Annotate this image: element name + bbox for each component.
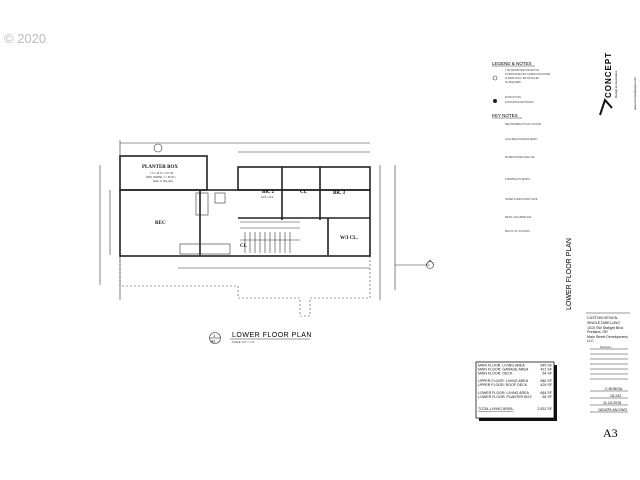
exhaust-fan-icon (493, 99, 497, 103)
svg-text:429 SF: 429 SF (540, 383, 552, 387)
planter-note: Refer to Site plan (153, 179, 174, 183)
room-rec: REC (155, 221, 166, 226)
svg-text:BAR OF 42" OF FINISH: BAR OF 42" OF FINISH (505, 230, 530, 233)
svg-text:945 SF: 945 SF (540, 364, 552, 368)
company-logo: CONCEPT Design & Associates www.conceptd… (599, 52, 637, 116)
svg-text:Revisions: Revisions (600, 345, 612, 349)
svg-text:18242PLAN.DWG: 18242PLAN.DWG (598, 408, 627, 412)
room-br2: BR. 2 (262, 190, 274, 195)
svg-text:980 SF: 980 SF (540, 379, 552, 383)
section-marker-icon (153, 143, 163, 153)
svg-text:MAIN FLOOR: DECK: MAIN FLOOR: DECK (478, 372, 513, 376)
svg-text:18-242: 18-242 (610, 394, 621, 398)
planter-note: (MIN. 3000SF, 1 = 36 IN.) (146, 175, 176, 179)
svg-text:MAIN FLOOR: GARAGE AREA: MAIN FLOOR: GARAGE AREA (478, 368, 529, 372)
room-closet: CL (300, 190, 308, 195)
room-br3: BR. 3 (333, 191, 345, 196)
svg-text:CONCEPT: CONCEPT (604, 52, 613, 98)
svg-text:TOTAL LIVING AREA:: TOTAL LIVING AREA: (478, 407, 513, 411)
svg-text:1010 SW Stafight Blvd: 1010 SW Stafight Blvd (587, 326, 623, 330)
svg-text:SINGLE DWELLING: SINGLE DWELLING (587, 321, 620, 325)
svg-text:Main Street Development,: Main Street Development, (587, 335, 629, 339)
svg-text:C.BON/SA.: C.BON/SA. (605, 387, 623, 391)
key-notes-title: KEY NOTES (492, 113, 518, 118)
legend-note: ALARMS SHALL BE INSTALLED (505, 77, 539, 80)
legend-title: LEGEND & NOTES (492, 61, 532, 66)
svg-text:UNDER STAIRS FINISH CODE: UNDER STAIRS FINISH CODE (505, 198, 538, 201)
svg-text:CUSTOM DESIGN: CUSTOM DESIGN (587, 316, 618, 320)
legend-note: 1 HR SMOKE/HEAT DETECTOR (505, 69, 539, 72)
room-br2-size: 10'0 x 11'4 (261, 195, 274, 199)
legend-note: INTERCONNECTED CARBON MONOXIDE (505, 73, 551, 76)
stairs (240, 232, 300, 253)
svg-text:GAS FIRED FURNACE READY: GAS FIRED FURNACE READY (505, 138, 538, 141)
plan-scale: SCALE: 1/4" = 1'-0" (232, 340, 255, 344)
svg-text:LLC: LLC (587, 339, 594, 343)
svg-text:METAL GAS FIREPLACE: METAL GAS FIREPLACE (505, 216, 532, 219)
svg-text:11-16-2018: 11-16-2018 (603, 401, 621, 405)
callout-number: 1 (213, 333, 216, 338)
svg-text:56 SF: 56 SF (542, 395, 552, 399)
svg-text:LOWER FLOOR: LIVING AREA: LOWER FLOOR: LIVING AREA (478, 391, 530, 395)
svg-text:54 SF: 54 SF (542, 372, 552, 376)
legend-note: EXHAUST FAN (505, 96, 521, 99)
svg-text:STRAPPED TO RESIST: STRAPPED TO RESIST (505, 178, 531, 181)
svg-text:2,832 SF: 2,832 SF (537, 407, 552, 411)
key-notes-list: NEW DIFFERENT HVAC SYSTEM GAS FIRED FURN… (505, 123, 541, 233)
watermark: © 2020 (4, 31, 47, 46)
svg-text:www.conceptdesign.com: www.conceptdesign.com (633, 76, 637, 110)
floor-plan-walls (119, 155, 371, 257)
planter-note: 7.6 x 16.0 = 1.07 SF (150, 171, 174, 175)
dimension-lines (99, 140, 430, 300)
north-marker-icon (425, 259, 435, 269)
svg-text:NEW DIFFERENT HVAC SYSTEM: NEW DIFFERENT HVAC SYSTEM (505, 123, 541, 126)
svg-text:664 SF: 664 SF (540, 391, 552, 395)
svg-text:UPPER FLOOR: LIVING AREA: UPPER FLOOR: LIVING AREA (478, 379, 529, 383)
svg-text:Portland, OR: Portland, OR (587, 330, 608, 334)
legend-note: AS REQUIRED (505, 81, 521, 84)
legend-note: ASSOCIATED BATHROOM (505, 101, 533, 104)
title-block: LOWER FLOOR PLAN CUSTOM DESIGN SINGLE DW… (566, 238, 630, 440)
svg-text:UPPER FLOOR: ROOF DECK: UPPER FLOOR: ROOF DECK (478, 383, 528, 387)
area-table (475, 361, 557, 421)
foundation-outline (119, 256, 371, 317)
svg-text:LOWER FLOOR: PLANTER BOX: LOWER FLOOR: PLANTER BOX (478, 395, 532, 399)
room-planter-box: PLANTER BOX (142, 165, 178, 170)
sheet-title: LOWER FLOOR PLAN (566, 238, 573, 310)
svg-text:MAIN FLOOR: LIVING AREA: MAIN FLOOR: LIVING AREA (478, 364, 525, 368)
sheet-number: A3 (603, 426, 618, 440)
svg-text:Design & Associates: Design & Associates (614, 70, 618, 98)
room-closet-2: CL (240, 244, 248, 249)
svg-text:WATER HEATER SHALL BE: WATER HEATER SHALL BE (505, 156, 535, 159)
plan-title: LOWER FLOOR PLAN (232, 332, 312, 339)
area-table-rows: MAIN FLOOR: LIVING AREA 945 SF MAIN FLOOR… (478, 364, 553, 412)
svg-text:421 SF: 421 SF (540, 368, 552, 372)
room-walk-in-closet: W/I CL. (340, 236, 359, 241)
plan-callout-icon (209, 332, 221, 344)
callout-sheet: A3 (211, 340, 215, 344)
smoke-detector-icon (492, 75, 498, 81)
